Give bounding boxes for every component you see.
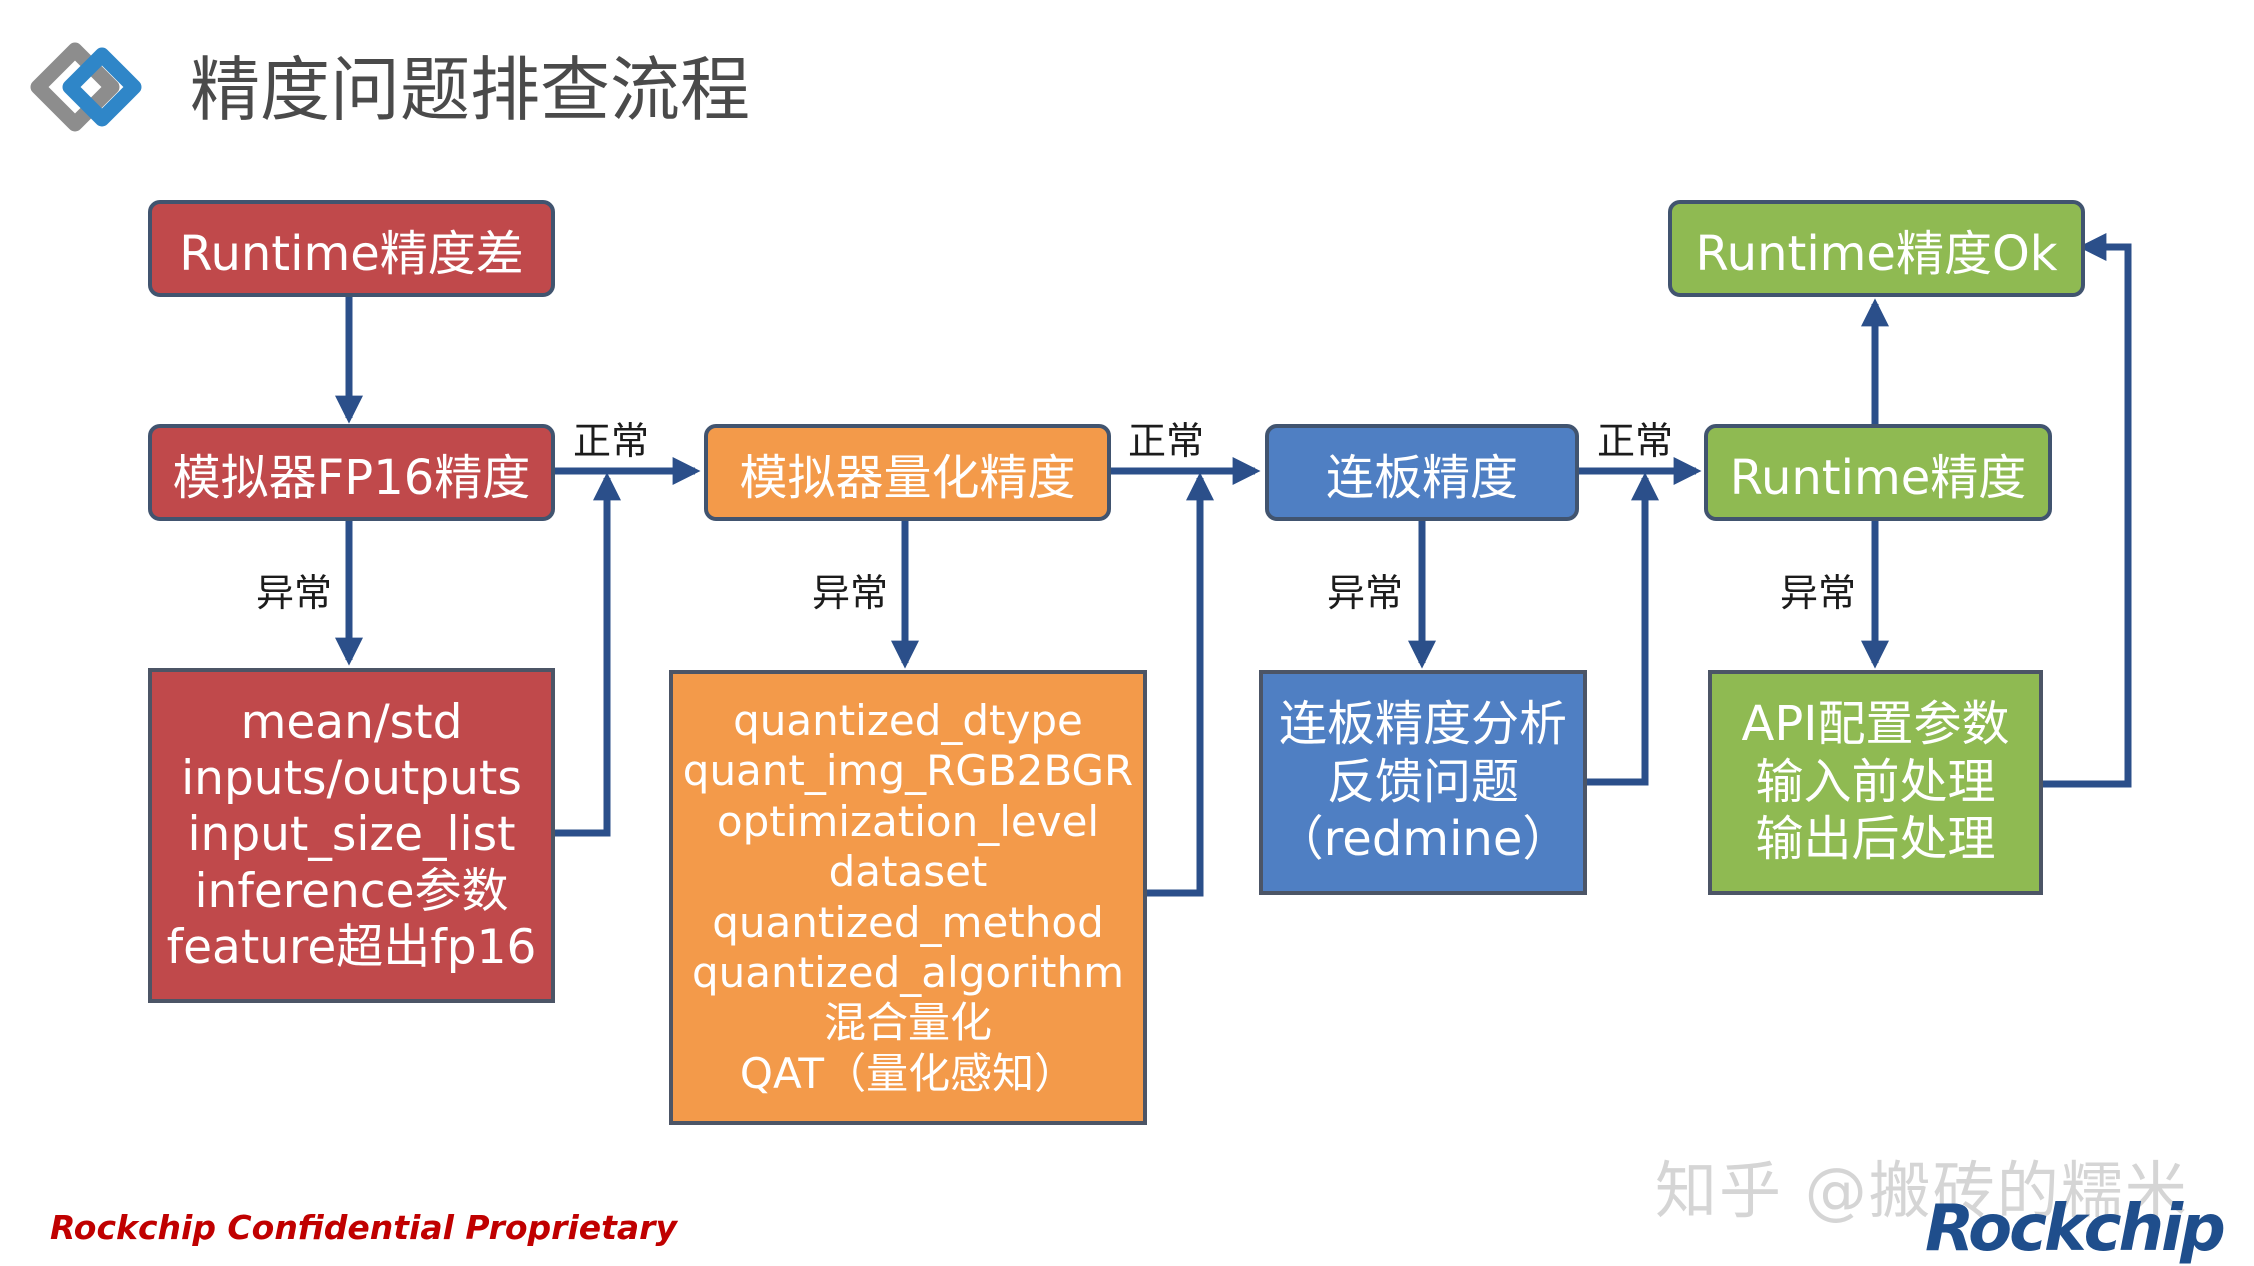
label-normal-2: 正常: [1128, 419, 1205, 463]
label-abnormal-2: 异常: [812, 571, 889, 615]
arrow-checks3-return: [1586, 472, 1659, 786]
box-runtime-accuracy-label: Runtime精度: [1729, 449, 2027, 506]
check-preprocess: 输入前处理: [1755, 753, 1996, 810]
brand-logo: Rockchip: [1925, 1192, 2226, 1266]
box-runtime-accuracy-ok: Runtime精度Ok: [1668, 200, 2085, 297]
box-board-accuracy-label: 连板精度: [1325, 449, 1518, 506]
check-quant-img-rgb2bgr: quant_img_RGB2BGR: [682, 746, 1134, 796]
watermark: 知乎 @搬砖的糯米: [1655, 1154, 2189, 1227]
box-simulator-quant-label: 模拟器量化精度: [739, 449, 1076, 506]
box-runtime-accuracy: Runtime精度: [1704, 424, 2052, 521]
box-runtime-accuracy-poor: Runtime精度差: [148, 200, 555, 297]
label-abnormal-4: 异常: [1780, 571, 1857, 615]
box-board-accuracy: 连板精度: [1265, 424, 1579, 521]
check-qat: QAT（量化感知）: [739, 1048, 1077, 1098]
box-runtime-accuracy-poor-label: Runtime精度差: [179, 225, 524, 282]
check-feature-overflow: feature超出fp16: [166, 920, 537, 976]
check-inputs-outputs: inputs/outputs: [181, 750, 522, 806]
confidential-notice: Rockchip Confidential Proprietary: [50, 1208, 677, 1247]
box-quant-checks: quantized_dtype quant_img_RGB2BGR optimi…: [669, 670, 1147, 1125]
check-quantized-algorithm: quantized_algorithm: [691, 947, 1124, 997]
label-normal-3: 正常: [1597, 419, 1674, 463]
check-dataset: dataset: [828, 847, 988, 897]
check-input-size-list: input_size_list: [187, 807, 516, 863]
box-runtime-accuracy-ok-label: Runtime精度Ok: [1695, 225, 2058, 282]
box-simulator-fp16: 模拟器FP16精度: [148, 424, 555, 521]
check-api-config: API配置参数: [1741, 696, 2010, 753]
label-abnormal-1: 异常: [256, 571, 333, 615]
check-inference-params: inference参数: [194, 863, 509, 919]
box-board-checks: 连板精度分析 反馈问题 （redmine）: [1259, 670, 1587, 895]
box-runtime-checks: API配置参数 输入前处理 输出后处理: [1708, 670, 2043, 895]
check-redmine: （redmine）: [1275, 811, 1571, 868]
arrow-checks4-return: [2042, 233, 2132, 788]
check-quantized-dtype: quantized_dtype: [733, 695, 1083, 745]
check-mixed-quant: 混合量化: [823, 998, 992, 1048]
check-feedback: 反馈问题: [1326, 753, 1519, 810]
box-simulator-fp16-label: 模拟器FP16精度: [172, 449, 531, 506]
box-simulator-quant: 模拟器量化精度: [704, 424, 1111, 521]
arrow-checks2-return: [1144, 472, 1214, 897]
page-title: 精度问题排查流程: [190, 49, 750, 131]
check-quantized-method: quantized_method: [712, 897, 1104, 947]
check-board-analysis: 连板精度分析: [1278, 696, 1567, 753]
arrow-checks1-return: [554, 472, 621, 837]
check-postprocess: 输出后处理: [1755, 811, 1996, 868]
check-mean-std: mean/std: [240, 694, 463, 750]
logo-icon: [30, 42, 142, 132]
check-optimization-level: optimization_level: [716, 796, 1100, 846]
label-abnormal-3: 异常: [1327, 571, 1404, 615]
label-normal-1: 正常: [573, 419, 650, 463]
box-fp16-checks: mean/std inputs/outputs input_size_list …: [148, 668, 555, 1003]
